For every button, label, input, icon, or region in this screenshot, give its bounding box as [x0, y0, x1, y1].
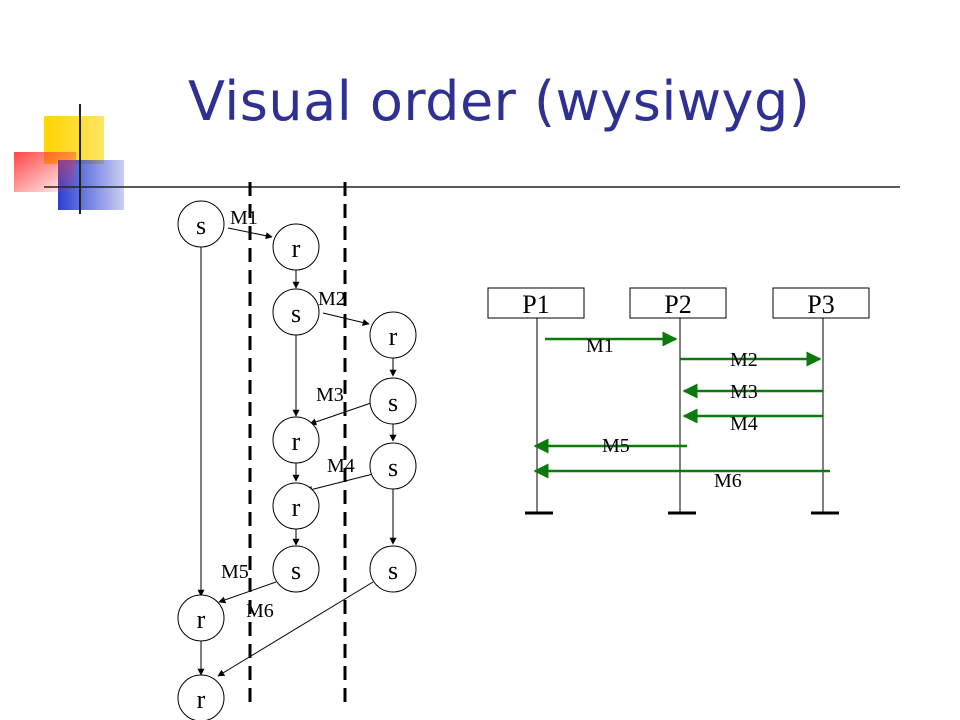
seq-label-m4: M4: [730, 413, 758, 435]
seq-label-m5: M5: [602, 435, 630, 457]
logo-red-square: [14, 152, 76, 192]
process-label: P2: [664, 290, 691, 319]
seq-label-m2: M2: [730, 349, 758, 371]
message-label-m6: M6: [246, 600, 274, 622]
node: r: [369, 311, 417, 359]
seq-label-m1: M1: [586, 335, 614, 357]
node: r: [177, 594, 225, 642]
node: r: [272, 416, 320, 464]
node-label: r: [292, 427, 301, 456]
node-label: s: [388, 453, 398, 482]
left-diagram-message-labels: M1 M2 M3 M4 M5 M6: [221, 207, 355, 622]
node-label: s: [388, 556, 398, 585]
left-diagram-edges: [197, 227, 397, 677]
node-label: r: [197, 605, 206, 634]
node: r: [272, 223, 320, 271]
node: s: [177, 200, 225, 248]
message-label-m5: M5: [221, 561, 249, 583]
message-label-m1: M1: [230, 207, 258, 229]
node: s: [272, 545, 320, 593]
process-label: P3: [807, 290, 834, 319]
message-arrow-m4: [305, 473, 374, 493]
seq-label-m3: M3: [730, 381, 758, 403]
node: s: [369, 377, 417, 425]
node: r: [177, 674, 225, 720]
message-arrow-m2: [322, 312, 370, 326]
node-label: r: [292, 234, 301, 263]
process-label: P1: [522, 290, 549, 319]
logo-squares: [14, 104, 900, 214]
node-label: r: [197, 685, 206, 714]
node-label: s: [291, 299, 301, 328]
node-label: r: [389, 322, 398, 351]
node-label: s: [388, 388, 398, 417]
seq-label-m6: M6: [714, 470, 742, 492]
message-arrow-m3: [309, 402, 372, 426]
process-box-p1: P1: [487, 287, 585, 319]
node: s: [272, 288, 320, 336]
message-arrow-m1: [227, 227, 273, 240]
process-box-p3: P3: [772, 287, 870, 319]
message-arrow-m5: [218, 581, 277, 604]
message-label-m3: M3: [316, 384, 344, 406]
message-arrow-m6: [217, 581, 374, 677]
node-label: r: [292, 493, 301, 522]
page-title: Visual order (wysiwyg): [188, 70, 811, 133]
node: r: [272, 482, 320, 530]
node: s: [369, 545, 417, 593]
process-box-p2: P2: [629, 287, 727, 319]
message-label-m4: M4: [327, 455, 355, 477]
node-label: s: [196, 211, 206, 240]
message-label-m2: M2: [318, 288, 346, 310]
node: s: [369, 442, 417, 490]
node-label: s: [291, 556, 301, 585]
right-diagram: P1 P2 P3 M: [487, 287, 870, 515]
left-diagram-nodes: s r s r s r s r s s r r: [177, 200, 417, 720]
